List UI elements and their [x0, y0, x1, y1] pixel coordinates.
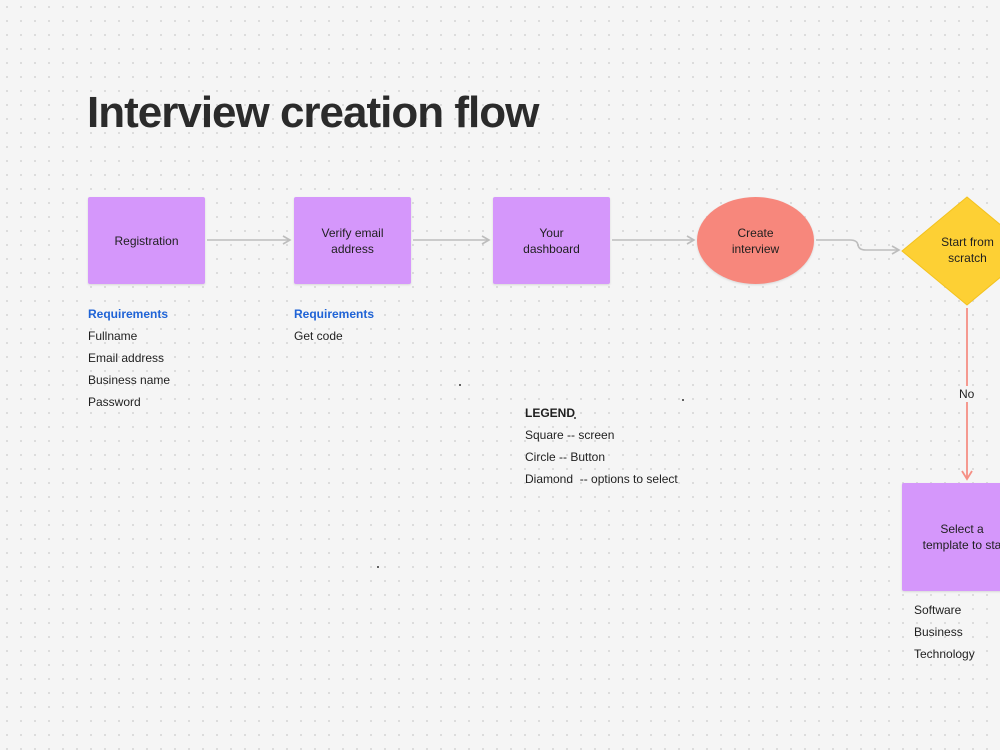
requirement-item: Email address — [88, 351, 165, 365]
legend-item: Square -- screen — [525, 428, 615, 442]
requirement-item: Fullname — [88, 329, 138, 343]
stray-dot — [459, 384, 461, 386]
registration-requirements-heading: Requirements — [88, 307, 169, 321]
stray-dot — [682, 399, 684, 401]
node-select-template-label: Select a template to sta — [922, 522, 1000, 552]
node-registration[interactable]: Registration — [88, 197, 205, 284]
node-dashboard[interactable]: Your dashboard — [493, 197, 610, 284]
verify-requirements: Requirements Get code — [294, 303, 374, 347]
node-dashboard-label: Your dashboard — [523, 225, 580, 256]
template-option: Technology — [914, 647, 975, 661]
registration-requirements: Requirements Fullname Email address Busi… — [88, 303, 170, 413]
template-options: Software Business Technology — [914, 599, 975, 665]
requirement-item: Get code — [294, 329, 343, 343]
node-registration-label: Registration — [114, 233, 179, 248]
template-option: Business — [914, 625, 963, 639]
requirement-item: Password — [88, 395, 141, 409]
legend-item: Diamond -- options to select — [525, 472, 678, 486]
node-create-interview[interactable]: Create interview — [697, 197, 814, 284]
page-title: Interview creation flow — [87, 88, 539, 137]
node-create-interview-label: Create interview — [731, 225, 780, 256]
legend: LEGEND Square -- screen Circle -- Button… — [525, 402, 678, 490]
requirement-item: Business name — [88, 373, 171, 387]
stray-dot — [574, 417, 576, 419]
edge-label-no: No — [956, 386, 978, 402]
node-start-scratch: Start from scratch — [930, 230, 1000, 270]
stray-dot — [377, 566, 379, 568]
legend-item: Circle -- Button — [525, 450, 606, 464]
template-option: Software — [914, 603, 962, 617]
node-start-scratch-label: Start from scratch — [941, 235, 994, 265]
legend-heading: LEGEND — [525, 406, 576, 420]
arrow-create-to-start — [816, 239, 901, 255]
node-verify-email[interactable]: Verify email address — [294, 197, 411, 284]
node-start-scratch-shape[interactable] — [900, 195, 1000, 308]
verify-requirements-heading: Requirements — [294, 307, 375, 321]
node-verify-email-label: Verify email address — [321, 225, 384, 256]
node-select-template[interactable]: Select a template to sta — [902, 483, 1000, 591]
